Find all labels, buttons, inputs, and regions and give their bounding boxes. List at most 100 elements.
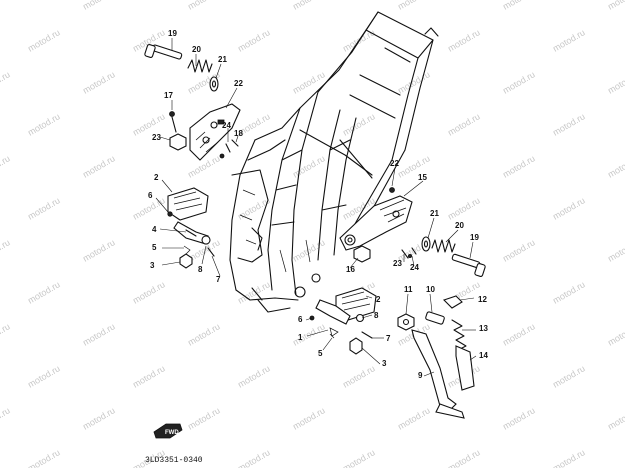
watermark-text: motod.ru — [186, 405, 222, 431]
watermark-text: motod.ru — [501, 321, 537, 347]
watermark-text: motod.ru — [606, 69, 625, 95]
footrest-2 — [167, 187, 209, 245]
watermark-text: motod.ru — [606, 153, 625, 179]
watermark-text: motod.ru — [341, 111, 377, 137]
watermark-text: motod.ru — [0, 0, 12, 12]
watermark-text: motod.ru — [551, 111, 587, 137]
watermark-text: motod.ru — [186, 321, 222, 347]
callout-5: 5 — [318, 349, 323, 358]
watermark-text: motod.ru — [501, 0, 537, 12]
callout-12: 12 — [478, 295, 487, 304]
watermark-text: motod.ru — [81, 237, 117, 263]
watermark-text: motod.ru — [236, 447, 272, 468]
watermark-text: motod.ru — [26, 111, 62, 137]
callout-1: 1 — [298, 333, 303, 342]
left-footrest-assembly — [144, 44, 241, 269]
watermark-text: motod.ru — [501, 153, 537, 179]
watermark-text: motod.ru — [446, 111, 482, 137]
watermark-text: motod.ru — [291, 153, 327, 179]
callout-14: 14 — [479, 351, 488, 360]
callout-18: 18 — [234, 129, 243, 138]
callout-6: 6 — [298, 315, 303, 324]
watermark-text: motod.ru — [446, 447, 482, 468]
watermark-text: motod.ru — [81, 321, 117, 347]
callout-24: 24 — [410, 263, 419, 272]
callout-24: 24 — [222, 121, 231, 130]
watermark-text: motod.ru — [551, 363, 587, 389]
watermark-text: motod.ru — [291, 321, 327, 347]
callout-21: 21 — [430, 209, 439, 218]
callout-8: 8 — [198, 265, 203, 274]
footrest-2-right — [315, 287, 377, 325]
watermark-text: motod.ru — [341, 363, 377, 389]
callout-15: 15 — [418, 173, 427, 182]
callout-19: 19 — [168, 29, 177, 38]
watermark-text: motod.ru — [26, 279, 62, 305]
svg-text:FWD: FWD — [165, 430, 179, 436]
watermark-text: motod.ru — [236, 195, 272, 221]
callout-5: 5 — [152, 243, 157, 252]
watermark-text: motod.ru — [131, 279, 167, 305]
watermark-text: motod.ru — [26, 447, 62, 468]
bracket-17 — [189, 103, 241, 161]
watermark-text: motod.ru — [0, 237, 12, 263]
watermark-text: motod.ru — [341, 447, 377, 468]
spring-20 — [187, 59, 213, 73]
watermark-text: motod.ru — [26, 363, 62, 389]
callout-6: 6 — [148, 191, 153, 200]
watermark-text: motod.ru — [501, 405, 537, 431]
drawing-code: 3LD3351-0340 — [145, 456, 203, 465]
watermark-text: motod.ru — [501, 69, 537, 95]
watermark-text: motod.ru — [81, 153, 117, 179]
bracket-15 — [339, 195, 413, 251]
bolt-19-right — [451, 253, 486, 277]
callout-11: 11 — [404, 285, 413, 294]
watermark-text: motod.ru — [446, 27, 482, 53]
watermark-text: motod.ru — [291, 69, 327, 95]
callout-2: 2 — [376, 295, 381, 304]
watermark-text: motod.ru — [606, 0, 625, 12]
watermark-text: motod.ru — [186, 0, 222, 12]
watermark-text: motod.ru — [26, 195, 62, 221]
callout-7: 7 — [216, 275, 221, 284]
watermark-text: motod.ru — [0, 405, 12, 431]
watermark-text: motod.ru — [0, 69, 12, 95]
fwd-marker: FWD — [153, 423, 183, 439]
watermark-text: motod.ru — [0, 153, 12, 179]
watermark-text: motod.ru — [446, 195, 482, 221]
watermark-text: motod.ru — [291, 0, 327, 12]
callout-7: 7 — [386, 334, 391, 343]
callout-8: 8 — [374, 311, 379, 320]
watermark-text: motod.ru — [606, 405, 625, 431]
callout-23: 23 — [152, 133, 161, 142]
watermark-text: motod.ru — [81, 69, 117, 95]
callout-16: 16 — [346, 265, 355, 274]
sidestand-assembly — [397, 295, 475, 419]
watermark-text: motod.ru — [291, 405, 327, 431]
callout-20: 20 — [455, 221, 464, 230]
callout-4: 4 — [152, 225, 157, 234]
watermark-text: motod.ru — [131, 363, 167, 389]
callout-9: 9 — [418, 371, 423, 380]
callout-10: 10 — [426, 285, 435, 294]
callout-3: 3 — [150, 261, 155, 270]
callout-17: 17 — [164, 91, 173, 100]
watermark-text: motod.ru — [551, 195, 587, 221]
callout-2: 2 — [154, 173, 159, 182]
watermark-text: motod.ru — [551, 447, 587, 468]
main-frame — [229, 11, 439, 313]
watermark-text: motod.ru — [131, 111, 167, 137]
watermark-text: motod.ru — [606, 237, 625, 263]
leader-lines — [155, 38, 477, 377]
watermark-text: motod.ru — [551, 279, 587, 305]
callout-19: 19 — [470, 233, 479, 242]
watermark-text: motod.ru — [501, 237, 537, 263]
callout-20: 20 — [192, 45, 201, 54]
watermark-text: motod.ru — [26, 27, 62, 53]
watermark-text: motod.ru — [236, 363, 272, 389]
watermark-text: motod.ru — [606, 321, 625, 347]
